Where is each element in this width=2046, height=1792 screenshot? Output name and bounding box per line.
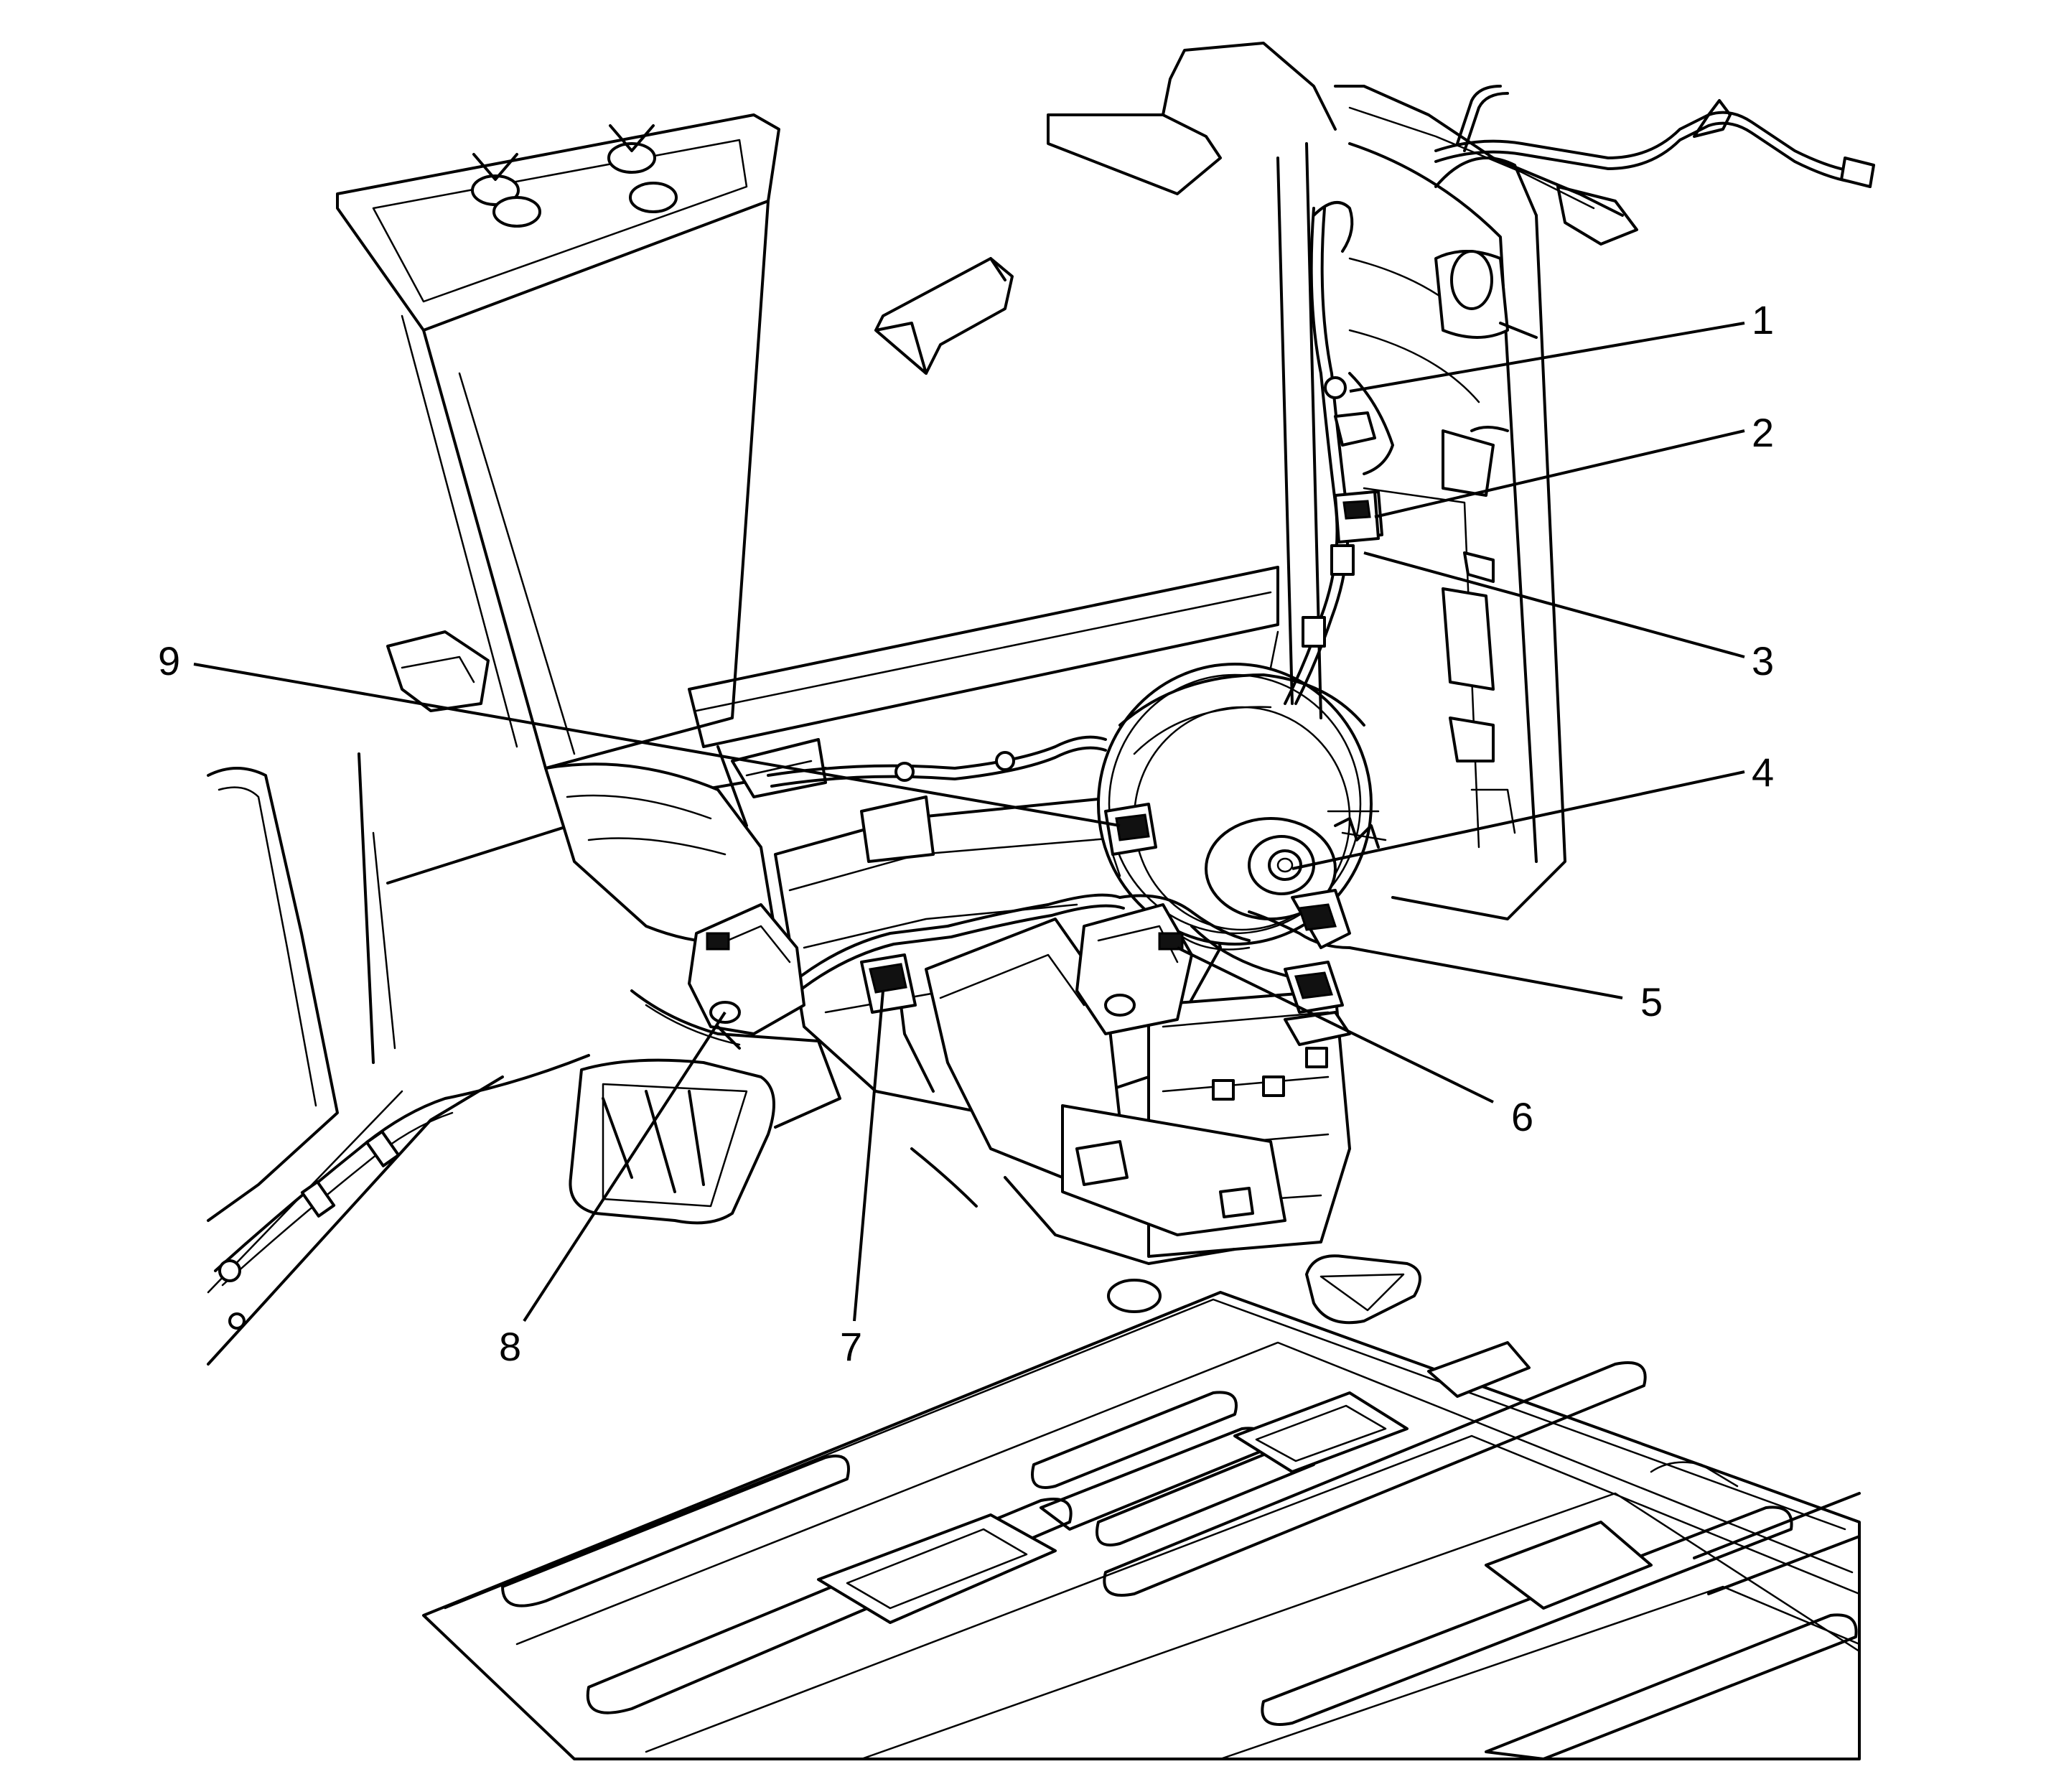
connector-9	[1104, 803, 1157, 877]
front-direction-arrow-icon	[874, 257, 1014, 375]
left-side-panel	[207, 752, 590, 1366]
callout-8: 8	[499, 1324, 521, 1369]
connector-7	[860, 953, 917, 1014]
blower-housing	[1097, 663, 1387, 951]
callout-3: 3	[1752, 638, 1774, 683]
floor-air-outlet	[569, 989, 841, 1225]
left-air-duct	[336, 113, 780, 944]
callout-6: 6	[1511, 1094, 1533, 1139]
callout-4: 4	[1752, 750, 1774, 795]
leader-lines	[193, 322, 1745, 1322]
module-5	[1284, 889, 1351, 1046]
callout-7: 7	[840, 1324, 862, 1369]
callout-5: 5	[1640, 979, 1663, 1025]
actuator-6	[1075, 903, 1193, 1035]
floor-panel	[422, 1254, 1861, 1760]
hvac-module-case	[731, 738, 1351, 1265]
connector-2	[1334, 490, 1380, 543]
callout-1: 1	[1752, 297, 1774, 342]
callout-2: 2	[1752, 410, 1774, 455]
callout-9: 9	[158, 638, 180, 683]
callout-labels: 1 2 3 4 5 6 7 8 9	[158, 297, 1774, 1369]
